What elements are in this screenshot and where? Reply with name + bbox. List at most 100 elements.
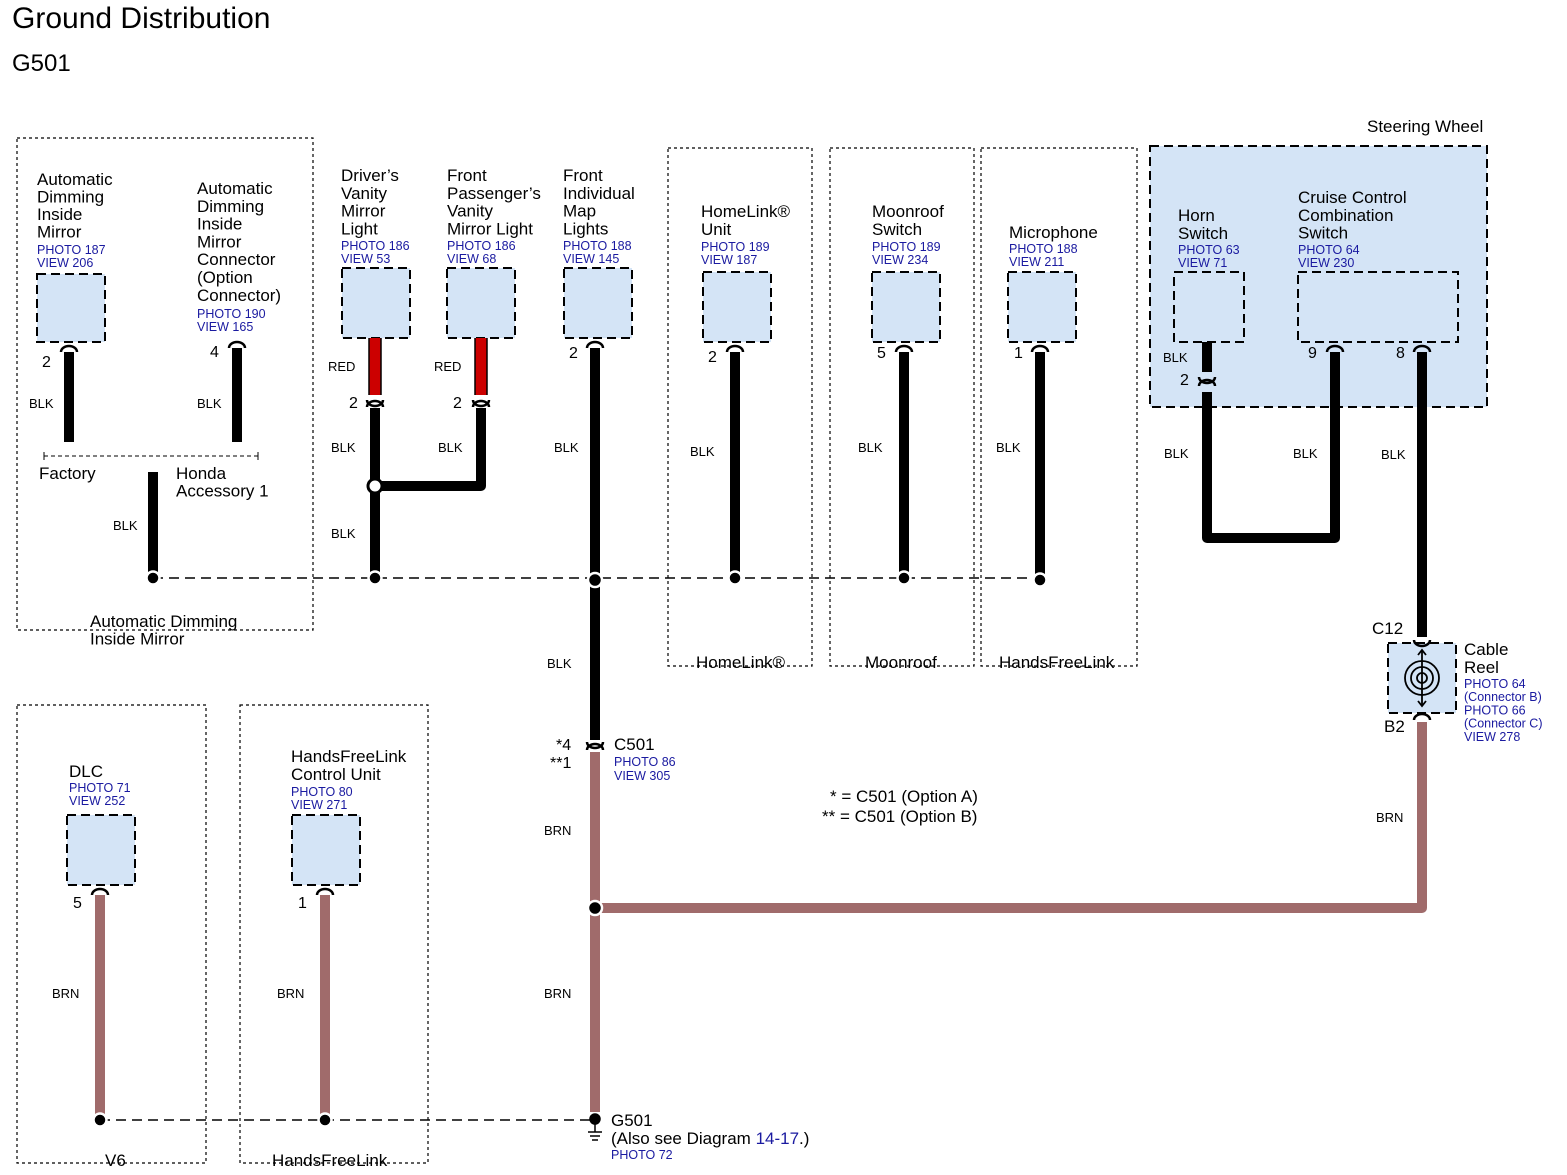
dlc-connector-box xyxy=(66,814,136,886)
dlc-pin: 5 xyxy=(73,895,82,912)
admc-wire-color: BLK xyxy=(197,396,222,411)
note-option-b: ** = C501 (Option B) xyxy=(822,807,977,826)
page-title: Ground Distribution xyxy=(12,2,271,35)
hlu-title: HomeLink® Unit xyxy=(701,202,795,239)
c501-pin-b: **1 xyxy=(550,755,571,772)
hfl-title: HandsFreeLink Control Unit xyxy=(291,747,411,784)
horn-refs[interactable]: PHOTO 63 VIEW 71 xyxy=(1178,243,1243,270)
fpv-refs[interactable]: PHOTO 186 VIEW 68 xyxy=(447,239,519,266)
dvm-connector-box xyxy=(341,267,411,339)
pin-cup xyxy=(90,887,110,896)
ccs-pin-8: 8 xyxy=(1396,345,1405,362)
cable-reel-bottom-connector: B2 xyxy=(1384,717,1405,736)
splice-dot xyxy=(1032,572,1048,588)
dvm-wire-blk-lower: BLK xyxy=(331,526,356,541)
fim-title: Front Individual Map Lights xyxy=(563,166,640,238)
diagram-link[interactable]: 14-17 xyxy=(756,1129,799,1148)
hfl-refs[interactable]: PHOTO 80 VIEW 271 xyxy=(291,785,356,812)
ccs-wire-color-9: BLK xyxy=(1293,446,1318,461)
pin-cup xyxy=(585,340,605,349)
mrs-connector-box xyxy=(871,271,941,343)
ccs-wire-color-8: BLK xyxy=(1381,447,1406,462)
pin-cup xyxy=(725,344,745,353)
ccs-connector-box xyxy=(1297,271,1459,343)
hlu-pin: 2 xyxy=(708,349,717,366)
pin-cup xyxy=(365,399,385,408)
dvm-wire-red: RED xyxy=(328,359,355,374)
splice-dot xyxy=(145,570,161,586)
mic-refs[interactable]: PHOTO 188 VIEW 211 xyxy=(1009,242,1081,269)
fpv-wire-blk: BLK xyxy=(438,440,463,455)
horn-connector-box xyxy=(1173,271,1245,343)
group-label-hfl: HandsFreeLink xyxy=(272,1151,388,1170)
horn-pin: 2 xyxy=(1180,372,1189,389)
brn-wire-upper: BRN xyxy=(544,823,571,838)
splice-dot xyxy=(367,570,383,586)
fim-refs[interactable]: PHOTO 188 VIEW 145 xyxy=(563,239,635,266)
group-label-handsfree: HandsFreeLink xyxy=(999,653,1115,672)
c501-refs[interactable]: PHOTO 86 VIEW 305 xyxy=(614,755,679,783)
pin-cup xyxy=(1325,344,1345,353)
fpv-pin: 2 xyxy=(453,395,462,412)
dvm-refs[interactable]: PHOTO 186 VIEW 53 xyxy=(341,239,413,266)
pin-cup xyxy=(59,344,79,353)
adm-ground-wire-color: BLK xyxy=(113,518,138,533)
group-box-hfl xyxy=(239,704,429,1164)
ccs-refs[interactable]: PHOTO 64 VIEW 230 xyxy=(1298,243,1363,270)
wire-fpv-blk xyxy=(375,408,486,491)
mic-connector-box xyxy=(1007,271,1077,343)
mic-wire-color: BLK xyxy=(996,440,1021,455)
fpv-title: Front Passenger’s Vanity Mirror Light xyxy=(447,166,546,238)
mic-pin: 1 xyxy=(1014,345,1023,362)
pin-cup xyxy=(227,340,247,349)
hlu-refs[interactable]: PHOTO 189 VIEW 187 xyxy=(701,240,773,267)
fim-wire-color: BLK xyxy=(554,440,579,455)
hlu-connector-box xyxy=(702,271,772,343)
group-label-moonroof: Moonroof xyxy=(865,653,937,672)
dlc-wire-color: BRN xyxy=(52,986,79,1001)
dvm-wire-blk: BLK xyxy=(331,440,356,455)
splice-junction xyxy=(366,477,384,495)
group-label-homelink: HomeLink® xyxy=(696,653,786,672)
dlc-title: DLC xyxy=(69,762,103,781)
pin-cup xyxy=(585,741,605,750)
pin-cup xyxy=(471,399,491,408)
pin-cup xyxy=(1412,344,1432,353)
horn-title: Horn Switch xyxy=(1178,206,1228,243)
adm-refs[interactable]: PHOTO 187 VIEW 206 xyxy=(37,243,109,270)
mrs-refs[interactable]: PHOTO 189 VIEW 234 xyxy=(872,240,944,267)
admc-pin: 4 xyxy=(210,344,219,361)
hlu-wire-color: BLK xyxy=(690,444,715,459)
adm-wire-color: BLK xyxy=(29,396,54,411)
splice-dot xyxy=(727,570,743,586)
hfl-pin: 1 xyxy=(298,895,307,912)
c501-label: C501 xyxy=(614,735,655,754)
group-box-adm xyxy=(16,137,314,631)
splice-dot xyxy=(896,570,912,586)
fim-lower-wire-color: BLK xyxy=(547,656,572,671)
c501-pin-a: *4 xyxy=(556,737,571,754)
splice-dot xyxy=(92,1112,108,1128)
brn-wire-lower: BRN xyxy=(544,986,571,1001)
admc-refs[interactable]: PHOTO 190 VIEW 165 xyxy=(197,307,269,334)
adm-pin: 2 xyxy=(42,354,51,371)
g501-ref[interactable]: PHOTO 72 xyxy=(611,1148,673,1162)
steering-wheel-label: Steering Wheel xyxy=(1367,117,1483,136)
horn-wire-inside: BLK xyxy=(1163,350,1188,365)
pin-cup xyxy=(1197,378,1217,387)
cable-reel-wire-color: BRN xyxy=(1376,810,1403,825)
dvm-pin: 2 xyxy=(349,395,358,412)
mrs-pin: 5 xyxy=(877,345,886,362)
group-box-homelink xyxy=(667,147,813,667)
adm-title: Automatic Dimming Inside Mirror xyxy=(37,170,117,242)
cable-reel-refs[interactable]: PHOTO 64 (Connector B) PHOTO 66 (Connect… xyxy=(1464,677,1546,744)
honda-accessory-label: Honda Accessory 1 xyxy=(176,464,269,501)
admc-title: Automatic Dimming Inside Mirror Connecto… xyxy=(197,179,281,305)
fim-connector-box xyxy=(563,267,633,339)
pin-cup xyxy=(1412,712,1432,721)
ccs-pin-9: 9 xyxy=(1308,345,1317,362)
cable-reel-top-connector: C12 xyxy=(1372,619,1403,638)
dlc-refs[interactable]: PHOTO 71 VIEW 252 xyxy=(69,781,134,808)
